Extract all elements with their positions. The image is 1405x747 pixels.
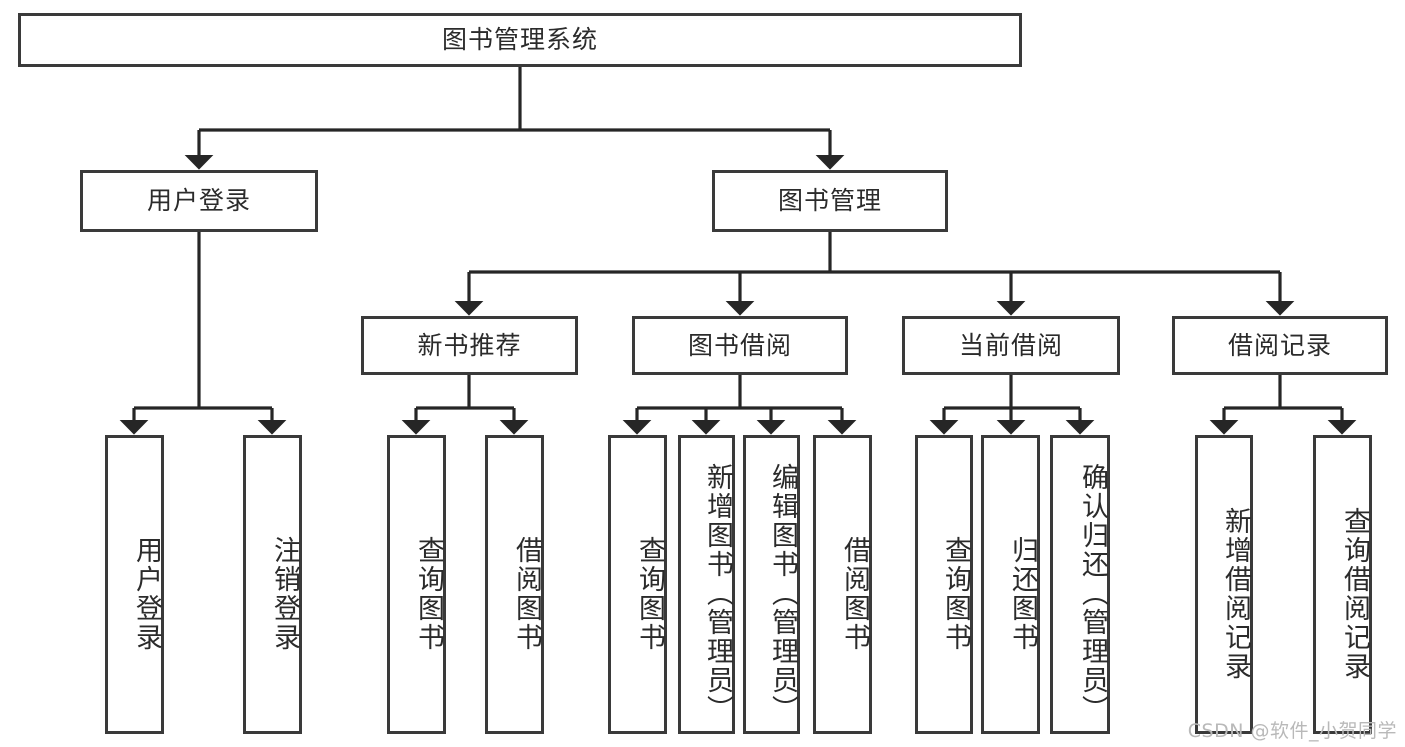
node-leaf-query-borrow-record[interactable]: 查询借阅记录 <box>1313 435 1372 734</box>
node-borrow-record[interactable]: 借阅记录 <box>1172 316 1388 375</box>
node-leaf-borrow-book[interactable]: 借阅图书 <box>813 435 872 734</box>
node-label: 图书管理系统 <box>441 25 598 54</box>
node-book-manage[interactable]: 图书管理 <box>712 170 948 232</box>
node-leaf-add-borrow-record[interactable]: 新增借阅记录 <box>1195 435 1253 734</box>
node-book-borrow[interactable]: 图书借阅 <box>632 316 848 375</box>
node-label: 借阅图书 <box>511 535 542 652</box>
node-leaf-query-book-current[interactable]: 查询图书 <box>915 435 973 734</box>
node-leaf-borrow-book-recommend[interactable]: 借阅图书 <box>485 435 544 734</box>
node-label: 查询借阅记录 <box>1339 506 1370 681</box>
csdn-watermark: CSDN @软件_小贺同学 <box>1187 720 1397 742</box>
node-leaf-add-book-admin[interactable]: 新增图书（管理员） <box>678 435 735 734</box>
node-label: 新增图书（管理员） <box>702 463 733 724</box>
node-label: 查询图书 <box>940 535 971 652</box>
node-label: 确认归还（管理员） <box>1077 463 1108 724</box>
node-root-book-management-system[interactable]: 图书管理系统 <box>18 13 1022 67</box>
node-new-book-recommend[interactable]: 新书推荐 <box>361 316 578 375</box>
node-label: 用户登录 <box>131 535 162 652</box>
node-label: 借阅图书 <box>839 535 870 652</box>
node-label: 用户登录 <box>146 186 251 215</box>
node-label: 新增借阅记录 <box>1220 506 1251 681</box>
node-label: 借阅记录 <box>1227 330 1332 360</box>
node-current-borrow[interactable]: 当前借阅 <box>902 316 1120 375</box>
node-label: 查询图书 <box>413 535 444 652</box>
node-leaf-edit-book-admin[interactable]: 编辑图书（管理员） <box>743 435 800 734</box>
node-leaf-confirm-return-admin[interactable]: 确认归还（管理员） <box>1050 435 1110 734</box>
node-label: 编辑图书（管理员） <box>767 463 798 724</box>
node-leaf-return-book[interactable]: 归还图书 <box>981 435 1040 734</box>
node-leaf-query-book-recommend[interactable]: 查询图书 <box>387 435 446 734</box>
node-label: 归还图书 <box>1007 535 1038 652</box>
node-label: 图书借阅 <box>687 330 792 360</box>
node-label: 当前借阅 <box>958 330 1063 360</box>
node-label: 图书管理 <box>777 186 882 215</box>
node-label: 新书推荐 <box>417 330 522 360</box>
node-label: 注销登录 <box>269 535 300 652</box>
node-leaf-query-book-borrow[interactable]: 查询图书 <box>608 435 667 734</box>
node-leaf-logout[interactable]: 注销登录 <box>243 435 302 734</box>
node-user-login[interactable]: 用户登录 <box>80 170 318 232</box>
node-leaf-user-login[interactable]: 用户登录 <box>105 435 164 734</box>
node-label: 查询图书 <box>634 535 665 652</box>
